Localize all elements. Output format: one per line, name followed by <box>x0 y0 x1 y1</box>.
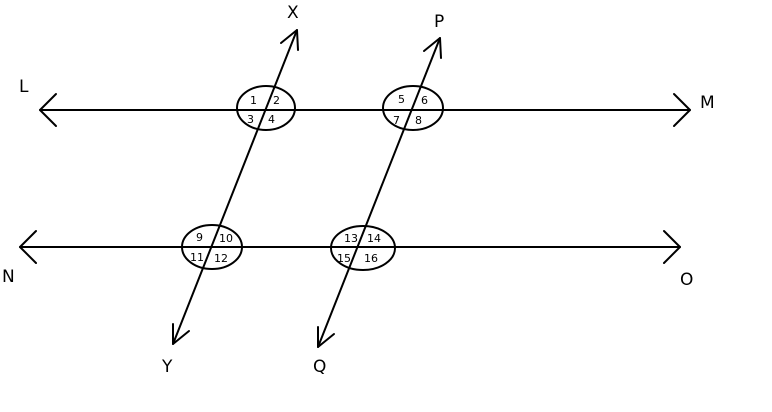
angle-2: 2 <box>273 94 280 107</box>
angle-ring-lm-pq <box>382 85 444 131</box>
angle-15: 15 <box>337 252 351 265</box>
line-no <box>19 230 681 264</box>
label-l: L <box>19 77 29 97</box>
label-q: Q <box>313 357 326 377</box>
angle-7: 7 <box>393 114 400 127</box>
arrowhead-l <box>39 93 57 127</box>
angle-13: 13 <box>344 232 358 245</box>
label-o: O <box>680 270 693 290</box>
arrowhead-n <box>19 230 37 264</box>
arrowhead-o <box>663 230 681 264</box>
angle-ring-lm-xy <box>236 85 296 131</box>
angle-5: 5 <box>398 93 405 106</box>
angle-14: 14 <box>367 232 381 245</box>
angle-1: 1 <box>250 94 257 107</box>
arrowhead-q <box>317 326 335 348</box>
arrowhead-p <box>423 37 442 59</box>
label-x: X <box>287 3 299 23</box>
label-y: Y <box>161 357 173 377</box>
angle-11: 11 <box>190 251 204 264</box>
angle-6: 6 <box>421 94 428 107</box>
angle-10: 10 <box>219 232 233 245</box>
angle-9: 9 <box>196 231 203 244</box>
arrowhead-x <box>280 29 299 51</box>
arrowhead-y <box>172 323 190 345</box>
angle-ring-no-xy <box>181 224 243 270</box>
label-p: P <box>434 12 444 32</box>
angle-8: 8 <box>415 114 422 127</box>
transversal-pq <box>317 37 442 348</box>
angle-16: 16 <box>364 252 378 265</box>
angle-12: 12 <box>214 252 228 265</box>
transversal-xy <box>172 29 299 345</box>
label-n: N <box>2 267 15 287</box>
angle-ring-no-pq <box>330 225 396 271</box>
label-m: M <box>700 93 715 113</box>
line-lm <box>39 93 691 127</box>
angle-4: 4 <box>268 113 275 126</box>
arrowhead-m <box>673 93 691 127</box>
angle-3: 3 <box>247 113 254 126</box>
